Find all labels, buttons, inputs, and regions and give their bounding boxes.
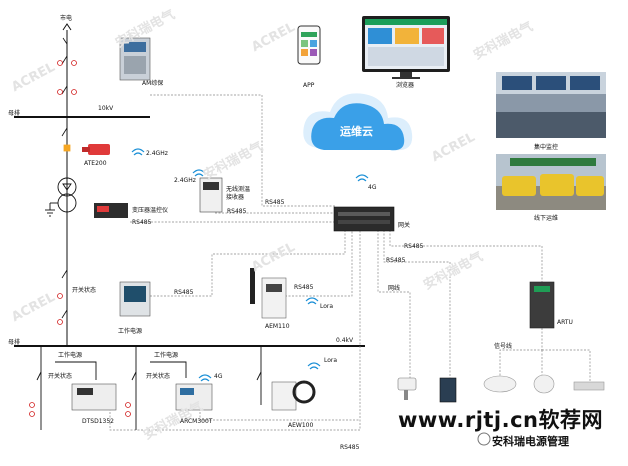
switch-state-label: 开关状态 — [146, 373, 171, 380]
branch-indicators — [29, 402, 131, 417]
artu-label: ARTU — [557, 319, 573, 326]
footer-url[interactable]: www.rjtj.cn软荐网 — [398, 408, 604, 432]
4g-label: 4G — [368, 184, 377, 191]
gateway-label: 网关 — [398, 222, 411, 229]
artu-device — [529, 281, 555, 329]
4g-label: 4G — [214, 373, 223, 380]
central-monitoring-photo — [496, 72, 606, 138]
grid-arrow-icon — [62, 23, 72, 31]
bus-label-bottom: 母排 — [8, 339, 21, 346]
freq-label: 2.4GHz — [174, 177, 196, 184]
am-protection-device — [119, 37, 151, 81]
rs485-label: RS485 — [294, 284, 314, 291]
offline-ops-photo — [496, 154, 606, 210]
freq-label: 2.4GHz — [146, 150, 168, 157]
cloud-icon — [303, 93, 413, 151]
smoke-sensor-devices — [483, 374, 605, 394]
rs485-label: RS485 — [174, 289, 194, 296]
aem110-device — [250, 268, 287, 319]
rs485-label: RS485 — [265, 199, 285, 206]
arcm300t-device — [175, 383, 213, 411]
wireless-receiver-device — [199, 177, 223, 213]
kv04-label: 0.4kV — [336, 337, 354, 344]
kv10-label: 10kV — [98, 105, 114, 112]
aew100-device — [271, 380, 316, 411]
lora-label: Lora — [320, 303, 334, 310]
lora-label: Lora — [324, 357, 338, 364]
wifi-icon — [305, 297, 319, 305]
transformer-controller-label: 变压器温控仪 — [132, 207, 169, 214]
switch-symbol-lower — [57, 269, 68, 325]
cloud-label: 运维云 — [340, 125, 373, 138]
browser-label: 浏览器 — [396, 82, 415, 89]
transformer-controller-device — [94, 203, 128, 218]
ate200-sensor — [82, 144, 110, 155]
rs485-label: RS485 — [132, 219, 152, 226]
wifi-icon — [192, 169, 206, 177]
work-power-label: 工作电源 — [118, 328, 143, 335]
switch-state-label: 开关状态 — [72, 287, 97, 294]
dtsd1352-device — [71, 383, 117, 411]
camera-device — [397, 377, 417, 400]
footer-brand: 安科瑞电源管理 — [492, 435, 569, 448]
work-power-label: 工作电源 — [58, 352, 83, 359]
wifi-icon — [355, 174, 369, 182]
browser-monitor-icon — [362, 16, 450, 79]
app-phone-icon — [297, 25, 321, 65]
bus-label-top: 母排 — [8, 110, 21, 117]
am-protection-label: AM综保 — [142, 80, 164, 87]
rs485-label: RS485 — [386, 257, 406, 264]
switch-symbol-mid — [57, 85, 77, 95]
rs485-label: RS485 — [340, 444, 360, 451]
wifi-icon — [131, 148, 145, 156]
arcm-label: ARCM300T — [180, 418, 213, 425]
gateway-device — [333, 206, 395, 232]
offline-ops-label: 线下运维 — [534, 215, 559, 222]
branch-feeders — [36, 346, 262, 430]
switch-symbol-top — [57, 37, 77, 66]
rs485-label: RS485 — [227, 208, 247, 215]
work-power-label: 工作电源 — [154, 352, 179, 359]
signal-line-label: 信号线 — [494, 343, 513, 350]
grid-source-label: 市电 — [60, 15, 73, 22]
rs485-label: RS485 — [404, 243, 424, 250]
wireless-receiver-label: 接收器 — [226, 194, 245, 201]
wireless-receiver-label: 无线测温 — [226, 186, 251, 193]
wifi-icon — [198, 374, 212, 382]
aem110-label: AEM110 — [265, 323, 290, 330]
ate200-label: ATE200 — [84, 160, 107, 167]
net-line-label: 网线 — [388, 285, 401, 292]
ground-icon — [45, 202, 58, 217]
central-monitor-label: 集中监控 — [534, 144, 559, 151]
aew100-label: AEW100 — [288, 422, 314, 429]
power-meter-device — [119, 281, 151, 317]
breaker-10kv — [61, 127, 71, 152]
wechat-icon — [477, 432, 491, 446]
app-label: APP — [303, 82, 315, 89]
switch-state-label: 开关状态 — [48, 373, 73, 380]
dtsd-label: DTSD1352 — [82, 418, 114, 425]
wifi-icon — [307, 362, 321, 370]
access-control-device — [439, 377, 457, 403]
